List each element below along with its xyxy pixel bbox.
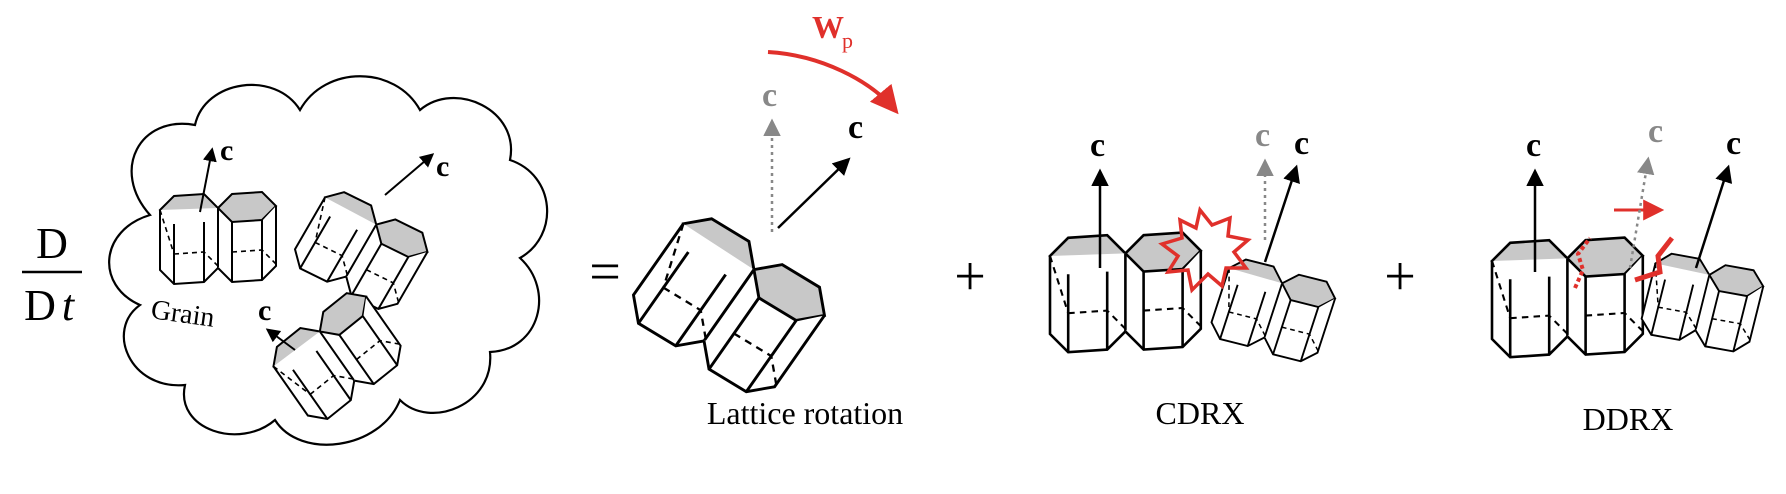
cdrx-crystal-parent	[1048, 231, 1203, 354]
cdrx-burst-icon	[1158, 206, 1252, 294]
derivative-denominator-d: D	[24, 281, 56, 330]
cdrx-parent-c-label: c	[1090, 127, 1105, 164]
panel-lattice-rotation: W p c c Lattice rotation	[620, 9, 903, 431]
ddrx-ghost-c-axis	[1628, 156, 1655, 269]
derivative-numerator: D	[36, 219, 68, 268]
ddrx-left-c-label: c	[1526, 127, 1541, 164]
rotation-subscript: p	[842, 28, 853, 53]
ddrx-old-boundary	[1573, 236, 1592, 289]
panel-ddrx: c c c DDRX	[1490, 113, 1768, 437]
rotation-arrow	[767, 50, 899, 115]
cdrx-caption: CDRX	[1156, 395, 1245, 431]
equals-sign: =	[589, 241, 621, 303]
rotated-c-axis	[777, 157, 851, 229]
plus-sign-2: +	[1384, 246, 1416, 308]
ddrx-ghost-c-label: c	[1648, 113, 1663, 150]
panel-cdrx: c c c CDRX	[1048, 117, 1341, 431]
original-c-label: c	[762, 77, 777, 114]
rotated-c-label: c	[848, 109, 863, 146]
grain-2-c-label: c	[436, 150, 449, 183]
ddrx-crystal-left	[1490, 236, 1645, 359]
lattice-caption: Lattice rotation	[707, 395, 903, 431]
plus-sign-1: +	[954, 246, 986, 308]
ddrx-new-boundary	[1634, 236, 1674, 283]
grain-cloud: c c c Grain	[108, 75, 549, 446]
ddrx-caption: DDRX	[1583, 401, 1674, 437]
grain-1-c-label: c	[220, 134, 233, 167]
material-derivative: D D t	[22, 219, 82, 330]
lattice-crystal	[620, 200, 838, 410]
grain-1-c-axis	[199, 147, 217, 213]
grain-3-c-axis	[265, 328, 296, 351]
cdrx-subgrain-c-label: c	[1294, 125, 1309, 162]
rotation-symbol: W	[812, 9, 844, 45]
cdrx-ghost-c-label: c	[1255, 117, 1270, 154]
grain-2-c-axis	[384, 153, 435, 196]
derivative-denominator-t: t	[62, 281, 76, 330]
ddrx-right-c-axis	[1694, 164, 1733, 269]
grain-3-c-label: c	[258, 294, 271, 327]
ddrx-right-c-label: c	[1726, 125, 1741, 162]
cdrx-subgrain-c-axis	[1263, 164, 1300, 263]
